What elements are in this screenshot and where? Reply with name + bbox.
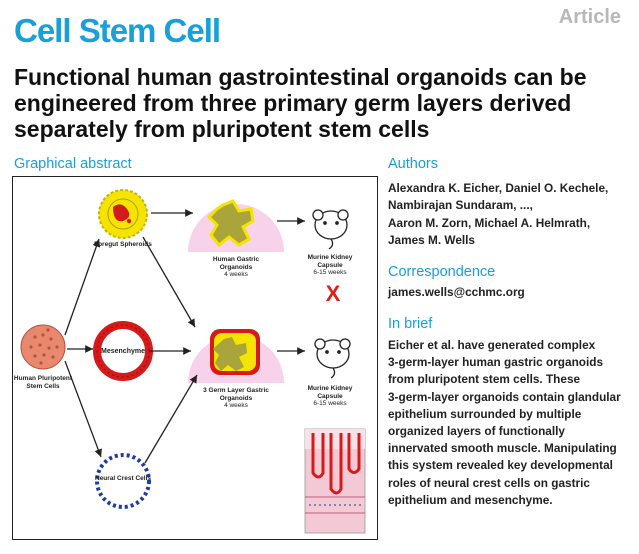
mouse-icon-2 <box>314 338 351 379</box>
foregut-label: Foregut Spheroids <box>94 241 152 248</box>
brief-line: 3-germ-layer human gastric organoids <box>388 355 604 370</box>
graphical-abstract-figure: X Human Pluripotent Stem Cells Foregut S… <box>12 176 378 540</box>
brief-line: organized layers of functionally <box>388 424 565 439</box>
article-type-label: Article <box>558 6 621 28</box>
author-line: James M. Wells <box>388 233 475 248</box>
brief-line: roles of neural crest cells on gastric <box>388 475 590 490</box>
brief-line: from pluripotent stem cells. These <box>388 372 581 387</box>
kidney2-label-block: Murine Kidney Capsule 6-15 weeks <box>295 385 365 408</box>
arrows <box>64 209 305 464</box>
brief-line: innervated smooth muscle. Manipulating <box>388 441 617 456</box>
tissue-block <box>304 428 366 534</box>
neural-crest-ring <box>95 453 151 509</box>
three-germ-organoid <box>188 329 284 383</box>
hgo-organoid <box>188 199 284 252</box>
graphical-abstract-heading: Graphical abstract <box>14 156 132 172</box>
author-line: Alexandra K. Eicher, Daniel O. Kechele, <box>388 181 609 195</box>
authors-heading: Authors <box>388 156 438 172</box>
correspondence-email[interactable]: james.wells@cchmc.org <box>388 285 525 299</box>
kidney1-label-block: Murine Kidney Capsule 6-15 weeks <box>295 254 365 277</box>
fail-mark-icon: X <box>326 281 341 306</box>
brief-line: Eicher et al. have generated complex <box>388 338 596 352</box>
germ3-duration: 4 weeks <box>224 402 248 409</box>
brief-line: epithelium surrounded by multiple <box>388 406 582 421</box>
hpsc-label: Human Pluripotent Stem Cells <box>13 375 73 390</box>
brief-line: 3-germ-layer organoids contain glandular <box>388 389 621 404</box>
author-line: Aaron M. Zorn, Michael A. Helmrath, <box>388 215 591 230</box>
foregut-spheroid <box>98 189 148 239</box>
mesenchyme-label: Mesenchyme <box>101 348 145 355</box>
graphical-abstract-drawing: X <box>20 189 366 534</box>
germ3-label: 3 Germ Layer Gastric Organoids <box>203 387 269 402</box>
hpsc-cluster <box>20 324 66 370</box>
in-brief-text: Eicher et al. have generated complex 3-g… <box>388 337 633 509</box>
kidney1-label: Murine Kidney Capsule <box>307 254 353 269</box>
authors-list: Alexandra K. Eicher, Daniel O. Kechele, … <box>388 180 633 250</box>
mouse-icon-1 <box>312 209 349 250</box>
neural-crest-label: Neural Crest Cells <box>95 475 151 482</box>
brief-line: epithelium and mesenchyme. <box>388 492 553 507</box>
germ3-label-block: 3 Germ Layer Gastric Organoids 4 weeks <box>201 387 271 410</box>
kidney2-duration: 6-15 weeks <box>313 400 347 407</box>
author-line: Nambirajan Sundaram, ..., <box>388 198 533 213</box>
brief-line: this system revealed key developmental <box>388 458 613 473</box>
hgo-label-block: Human Gastric Organoids 4 weeks <box>201 256 271 279</box>
kidney1-duration: 6-15 weeks <box>313 269 347 276</box>
in-brief-heading: In brief <box>388 316 433 332</box>
hgo-label: Human Gastric Organoids <box>212 256 260 271</box>
journal-logo: Cell Stem Cell <box>14 12 221 49</box>
kidney2-label: Murine Kidney Capsule <box>307 385 353 400</box>
correspondence-heading: Correspondence <box>388 264 496 280</box>
paper-title: Functional human gastrointestinal organo… <box>14 64 587 142</box>
hgo-duration: 4 weeks <box>224 271 248 278</box>
